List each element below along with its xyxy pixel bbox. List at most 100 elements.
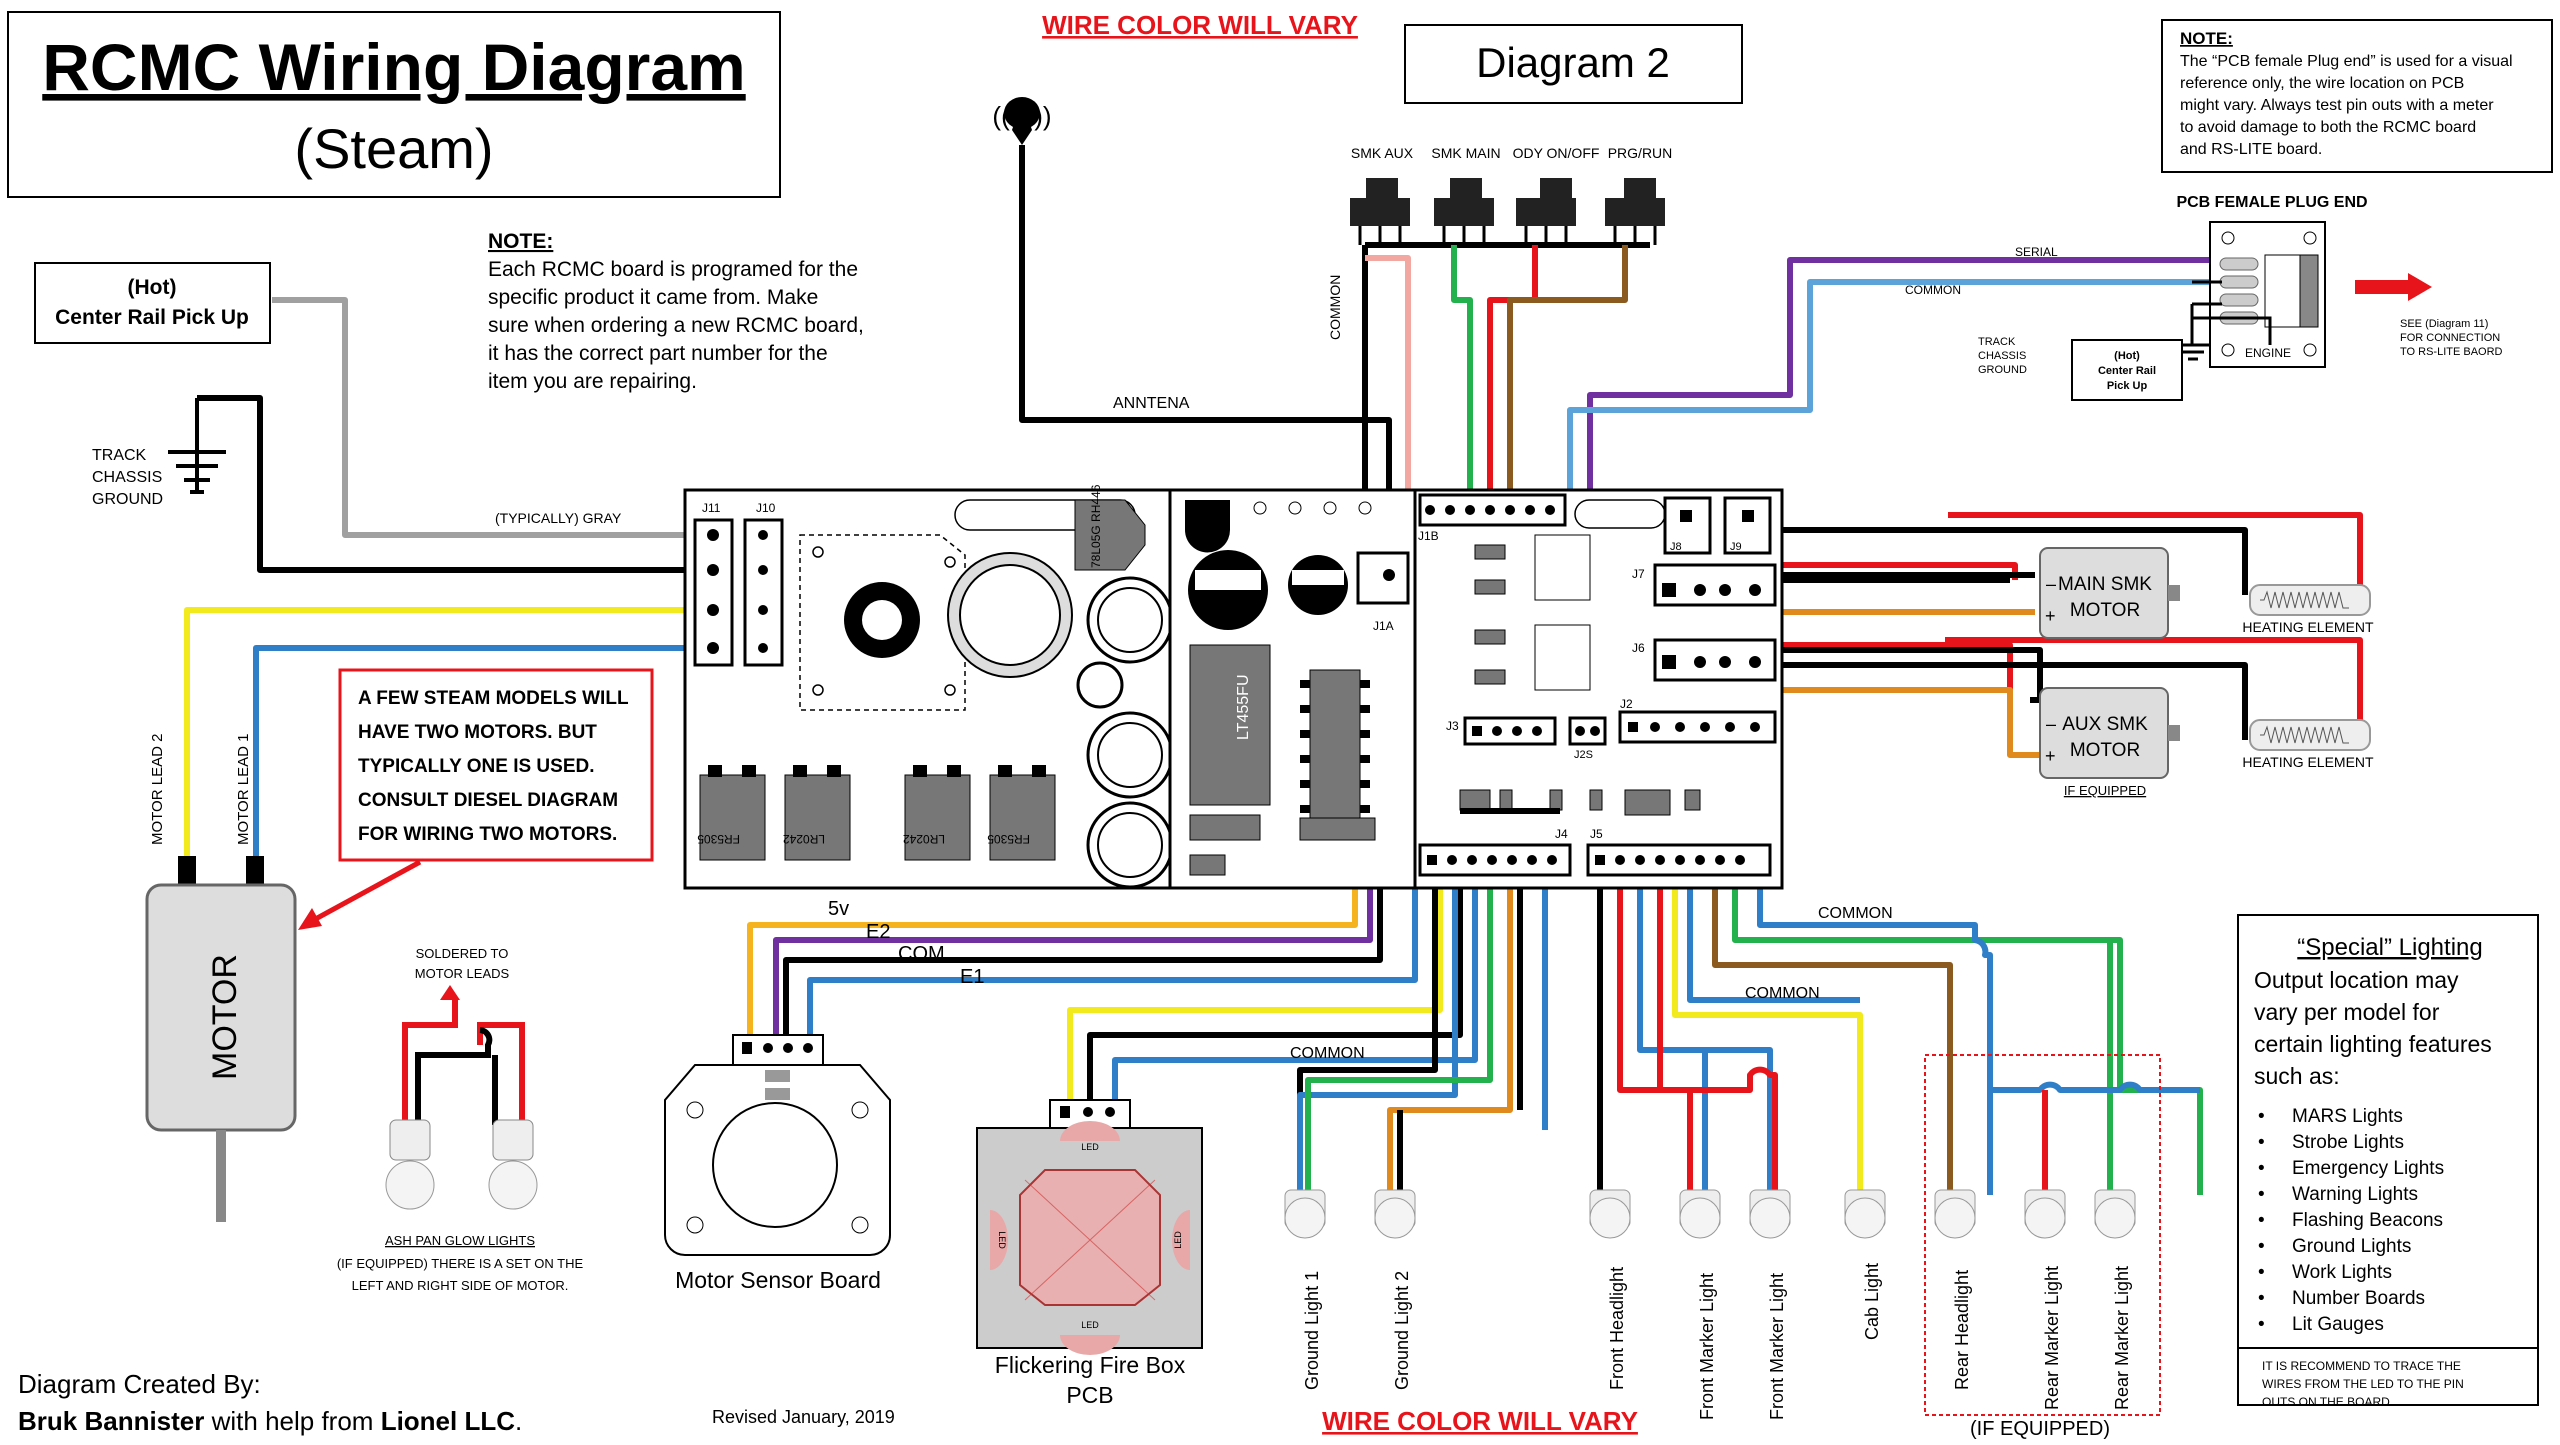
common-ground-label: COMMON <box>1290 1045 1365 1062</box>
special-item: Ground Lights <box>2292 1236 2411 1257</box>
svg-text:MAIN SMK: MAIN SMK <box>2058 574 2152 595</box>
svg-text:vary per model for: vary per model for <box>2254 999 2440 1025</box>
fire-box-pcb: LED LED LED LED Flickering Fire Box PCB <box>976 1099 1203 1408</box>
wire-prg-brown <box>1507 245 1628 500</box>
wire-firebox-yellow <box>1067 870 1443 1110</box>
svg-text:TRACK: TRACK <box>92 447 147 464</box>
special-item: Emergency Lights <box>2292 1158 2444 1179</box>
led-bulb-icon <box>2024 1189 2066 1239</box>
note-top-right-line: to avoid damage to both the RCMC board <box>2180 119 2476 136</box>
switch-smk-aux-icon <box>1350 178 1410 226</box>
center-rail-pickup-box: (Hot) Center Rail Pick Up <box>34 262 271 344</box>
svg-text:ENGINE: ENGINE <box>2245 346 2291 360</box>
wire-smk-main-green <box>1451 245 1473 500</box>
motor-sensor-board: Motor Sensor Board <box>664 1034 891 1293</box>
svg-text:FOR CONNECTION: FOR CONNECTION <box>2400 332 2500 344</box>
rcmc-board: J11 J10 78L05G RH446 FR5305 LR0242 LR024… <box>683 484 1784 890</box>
created-by: Diagram Created By: <box>18 1369 261 1399</box>
svg-text:LED: LED <box>1081 1320 1099 1330</box>
ic-fr5305-2: FR5305 <box>987 765 1056 861</box>
bullet-icon: • <box>2258 1236 2265 1257</box>
special-item: Warning Lights <box>2292 1184 2418 1205</box>
svg-text:LED: LED <box>1173 1231 1183 1249</box>
svg-text:FR5305: FR5305 <box>987 832 1030 846</box>
warning-two-motors: A FEW STEAM MODELS WILL HAVE TWO MOTORS.… <box>298 668 654 930</box>
svg-text:SOLDERED TO: SOLDERED TO <box>416 946 509 961</box>
svg-text:AUX SMK: AUX SMK <box>2062 714 2148 735</box>
svg-text:GROUND: GROUND <box>1978 364 2027 376</box>
svg-text:FOR WIRING TWO MOTORS.: FOR WIRING TWO MOTORS. <box>358 824 617 845</box>
special-lighting-box: “Special” Lighting Output location may v… <box>2237 914 2539 1409</box>
svg-text:LR0242: LR0242 <box>903 832 945 846</box>
switch-label: SMK MAIN <box>1431 145 1500 161</box>
svg-text:Pick Up: Pick Up <box>2107 380 2148 392</box>
svg-text:J1A: J1A <box>1373 619 1394 633</box>
svg-text:J6: J6 <box>1632 641 1645 655</box>
wire-firebox-black <box>1087 870 1463 1110</box>
revised-date: Revised January, 2019 <box>712 1407 895 1427</box>
wire-e1-label: E1 <box>960 966 984 988</box>
switch-label: ODY ON/OFF <box>1513 145 1600 161</box>
svg-text:A FEW STEAM MODELS WILL: A FEW STEAM MODELS WILL <box>358 688 629 709</box>
chip-78l05: 78L05G RH446 <box>1089 484 1103 568</box>
svg-text:certain lighting features: certain lighting features <box>2254 1031 2492 1057</box>
hot-label: (Hot) <box>128 276 177 299</box>
svg-text:J3: J3 <box>1446 719 1459 733</box>
led-bulb-icon <box>2094 1189 2136 1239</box>
wire-motor-lead-2-yellow <box>184 607 713 858</box>
wire-rear-blue2 <box>1990 1081 2200 1093</box>
bullet-icon: • <box>2258 1184 2265 1205</box>
svg-text:J8: J8 <box>1670 541 1682 553</box>
plus-icon: + <box>2045 746 2056 766</box>
wire-rear-green <box>1732 870 2113 1195</box>
connector-j2 <box>1618 710 1777 744</box>
svg-text:(IF EQUIPPED) THERE IS A SET O: (IF EQUIPPED) THERE IS A SET ON THE <box>337 1256 584 1271</box>
wire-track-ground-black <box>197 395 713 573</box>
led-bulb-icon <box>1589 1189 1631 1239</box>
diagram-label-box: Diagram 2 <box>1404 24 1743 104</box>
connector-j9 <box>1723 496 1772 555</box>
bullet-icon: • <box>2258 1106 2265 1127</box>
note-center-line: specific product it came from. Make <box>488 286 818 309</box>
common-vertical-label: COMMON <box>1327 275 1343 340</box>
ic-lr0242-2: LR0242 <box>903 765 971 861</box>
note-top-right-line: and RS-LITE board. <box>2180 141 2322 158</box>
chip-lt455: LT455FU <box>1235 674 1252 740</box>
plus-icon: + <box>2045 606 2056 626</box>
light-label: Front Marker Light <box>1697 1273 1717 1420</box>
connector-j10 <box>743 518 784 667</box>
svg-text:Output location may: Output location may <box>2254 967 2459 993</box>
svg-text:LR0242: LR0242 <box>783 832 825 846</box>
switch-row: SMK AUX SMK MAIN ODY ON/OFF PRG/RUN COMM… <box>1327 145 1672 340</box>
led-bulb-icon <box>1934 1189 1976 1239</box>
svg-text:ASH PAN GLOW LIGHTS: ASH PAN GLOW LIGHTS <box>385 1233 535 1248</box>
heating-coil-icon <box>2260 590 2349 609</box>
common-serial-label: COMMON <box>1905 283 1961 297</box>
led-bulb-icon <box>1749 1189 1791 1239</box>
ash-pan-led-icon <box>385 1119 435 1210</box>
motor-lead-1-label: MOTOR LEAD 1 <box>235 734 252 845</box>
ic-fr5305-1: FR5305 <box>697 765 766 861</box>
wire-ground1-blue <box>1297 870 1458 1195</box>
svg-text:J5: J5 <box>1590 827 1603 841</box>
svg-text:OUTS ON THE BOARD: OUTS ON THE BOARD <box>2262 1395 2390 1409</box>
wire-smk-aux-pink <box>1365 255 1411 500</box>
svg-text:GROUND: GROUND <box>92 491 163 508</box>
light-label: Cab Light <box>1862 1263 1882 1340</box>
author-credit: Bruk Bannister with help from Lionel LLC… <box>18 1406 522 1436</box>
svg-text:FR5305: FR5305 <box>697 832 740 846</box>
bullet-icon: • <box>2258 1158 2265 1179</box>
heating-element-aux: HEATING ELEMENT <box>2242 719 2374 770</box>
bullet-icon: • <box>2258 1288 2265 1309</box>
note-top-right-line: reference only, the wire location on PCB <box>2180 75 2464 92</box>
note-top-right: NOTE: The “PCB female Plug end” is used … <box>2161 19 2553 173</box>
svg-text:HAVE TWO MOTORS. BUT: HAVE TWO MOTORS. BUT <box>358 722 597 743</box>
svg-text:J1B: J1B <box>1418 529 1439 543</box>
wire-ground2-orange <box>1387 870 1513 1195</box>
connector-j8 <box>1663 496 1712 555</box>
light-label: Rear Headlight <box>1952 1270 1972 1390</box>
connector-j1a <box>1356 551 1410 605</box>
minus-icon: – <box>2046 714 2056 734</box>
switch-label: PRG/RUN <box>1608 145 1673 161</box>
note-top-right-heading: NOTE: <box>2180 29 2233 48</box>
